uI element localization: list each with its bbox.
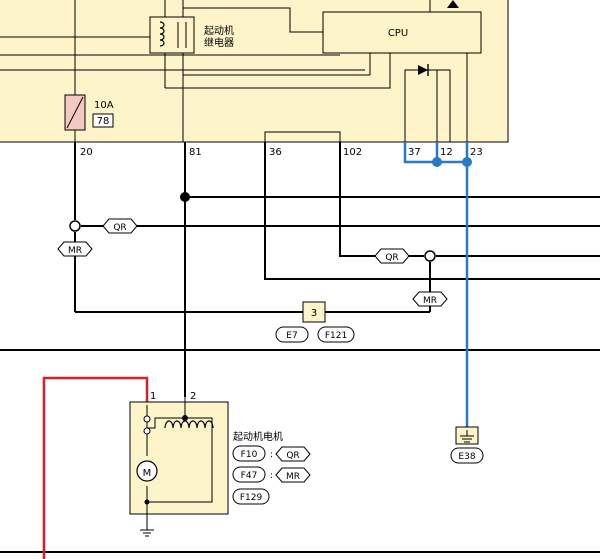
option-tag-qr-1: QR: [102, 218, 138, 234]
relay-label-line2: 继电器: [204, 36, 234, 49]
fuse-amp: 10A: [94, 100, 114, 111]
connector-e38-label: E38: [458, 452, 475, 462]
fuse-78: 10A 78: [64, 94, 114, 131]
connector-f121: [317, 326, 355, 343]
option-tag-qr-2: QR: [374, 248, 410, 264]
starter-relay: 起动机 继电器: [149, 16, 234, 54]
ecu-internal-wiring: [0, 0, 468, 142]
motor-icon: [136, 460, 158, 482]
svg-text:MR: MR: [68, 246, 82, 256]
pin-81: 81: [189, 147, 202, 158]
pin-37: 37: [408, 147, 421, 158]
connector-f47-sep: :: [270, 471, 273, 481]
pin-23: 23: [470, 147, 483, 158]
blue-wires: [403, 142, 469, 427]
cpu-block: CPU: [322, 11, 482, 54]
option-tag-mr-2: MR: [412, 291, 448, 307]
junction-box: [302, 301, 326, 323]
splice-point-blue: [432, 157, 442, 167]
option-tag-mr-3: MR: [275, 467, 311, 483]
black-wires: [0, 142, 600, 553]
relay-label-line1: 起动机: [204, 24, 234, 37]
starter-pin-1: 1: [150, 391, 156, 402]
pin-12: 12: [440, 147, 453, 158]
contact-icon: [143, 415, 151, 423]
connector-f47: [232, 466, 266, 483]
svg-text:MR: MR: [286, 472, 300, 482]
svg-text:QR: QR: [385, 253, 398, 263]
option-tag-mr-1: MR: [57, 241, 93, 257]
connector-f129: [232, 488, 270, 505]
cpu-label: CPU: [388, 28, 408, 39]
connector-e7-label: E7: [286, 331, 297, 341]
pin-20: 20: [80, 147, 93, 158]
pin-36: 36: [269, 147, 282, 158]
svg-text:QR: QR: [113, 223, 126, 233]
arrow-down-icon: [447, 0, 459, 8]
junction-connector: 3 E7 F121: [275, 301, 355, 343]
connector-f10-sep: :: [270, 450, 273, 460]
connector-e7: [275, 326, 309, 343]
fuse-number: 78: [97, 116, 110, 127]
connector-bracket: [264, 131, 341, 142]
terminal-dot: [182, 415, 188, 421]
starter-pin-2: 2: [190, 391, 196, 402]
connector-f129-label: F129: [240, 493, 263, 503]
diode-icon: [412, 64, 429, 76]
junction-number: 3: [311, 308, 317, 319]
red-wire: [42, 376, 149, 559]
starter-motor: 1 2 M 起动机电机 F10 : QR F47: [129, 391, 311, 537]
option-tag-qr-3: QR: [275, 446, 311, 462]
connector-f121-label: F121: [325, 331, 347, 341]
splice-point-blue: [462, 157, 472, 167]
svg-text:QR: QR: [286, 451, 299, 461]
splice-point-open: [69, 220, 81, 232]
contact-icon: [143, 427, 151, 435]
cpu-frame: [322, 11, 482, 54]
ground-icon: [460, 430, 474, 443]
svg-text:MR: MR: [423, 296, 437, 306]
motor-symbol: M: [143, 468, 152, 479]
connector-e38: [450, 447, 484, 464]
ecu-box: 起动机 继电器 CPU 10A 78 20 81 36 102 3: [0, 0, 509, 158]
fuse-number-box: [92, 113, 114, 128]
connector-f10: [232, 445, 266, 462]
connector-f10-label: F10: [241, 450, 258, 460]
ground-e38: E38: [450, 426, 484, 464]
pin-102: 102: [343, 147, 362, 158]
connector-f47-label: F47: [241, 471, 258, 481]
ground-icon: [140, 529, 154, 537]
splice-point: [180, 192, 190, 202]
splice-point-open: [424, 250, 436, 262]
relay-coil-icon: [159, 21, 165, 47]
solenoid-coil-icon: [164, 420, 214, 429]
ecu-pin-labels: 20 81 36 102 37 12 23: [80, 147, 483, 158]
relay-frame: [149, 16, 195, 54]
starter-motor-label: 起动机电机: [233, 430, 283, 443]
